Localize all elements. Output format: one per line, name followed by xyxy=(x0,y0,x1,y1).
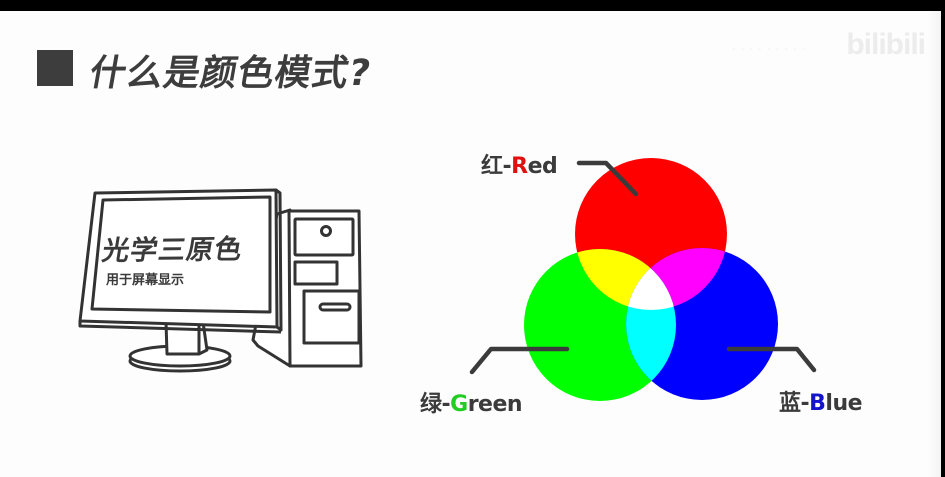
screen-subtitle: 用于屏幕显示 xyxy=(106,273,185,288)
green-label-cn: 绿- xyxy=(420,392,451,417)
green-label-accent: G xyxy=(450,392,468,417)
green-label-rest: reen xyxy=(467,392,523,417)
red-leader-line xyxy=(576,160,639,197)
red-label-cn: 红- xyxy=(481,154,512,179)
blue-label-accent: B xyxy=(809,391,826,416)
red-label-rest: ed xyxy=(527,154,558,179)
green-leader-line xyxy=(469,346,570,375)
video-right-letterbox xyxy=(941,0,945,477)
monitor-icon xyxy=(78,188,283,373)
video-top-letterbox xyxy=(0,0,945,11)
blue-label-cn: 蓝- xyxy=(779,391,810,416)
title-bullet-square xyxy=(37,50,73,86)
red-label-accent: R xyxy=(511,154,528,179)
blue-label: 蓝-Blue xyxy=(779,385,863,417)
blue-leader-line xyxy=(726,346,817,373)
blue-label-rest: lue xyxy=(825,391,863,416)
green-label: 绿-Green xyxy=(420,386,523,418)
watermark-subtext: · · · · · · · · · xyxy=(732,43,807,55)
white-overlap xyxy=(626,249,676,310)
red-label: 红-Red xyxy=(481,148,558,180)
right-edge-shade xyxy=(927,11,941,477)
bilibili-watermark: bilibili xyxy=(846,28,926,61)
